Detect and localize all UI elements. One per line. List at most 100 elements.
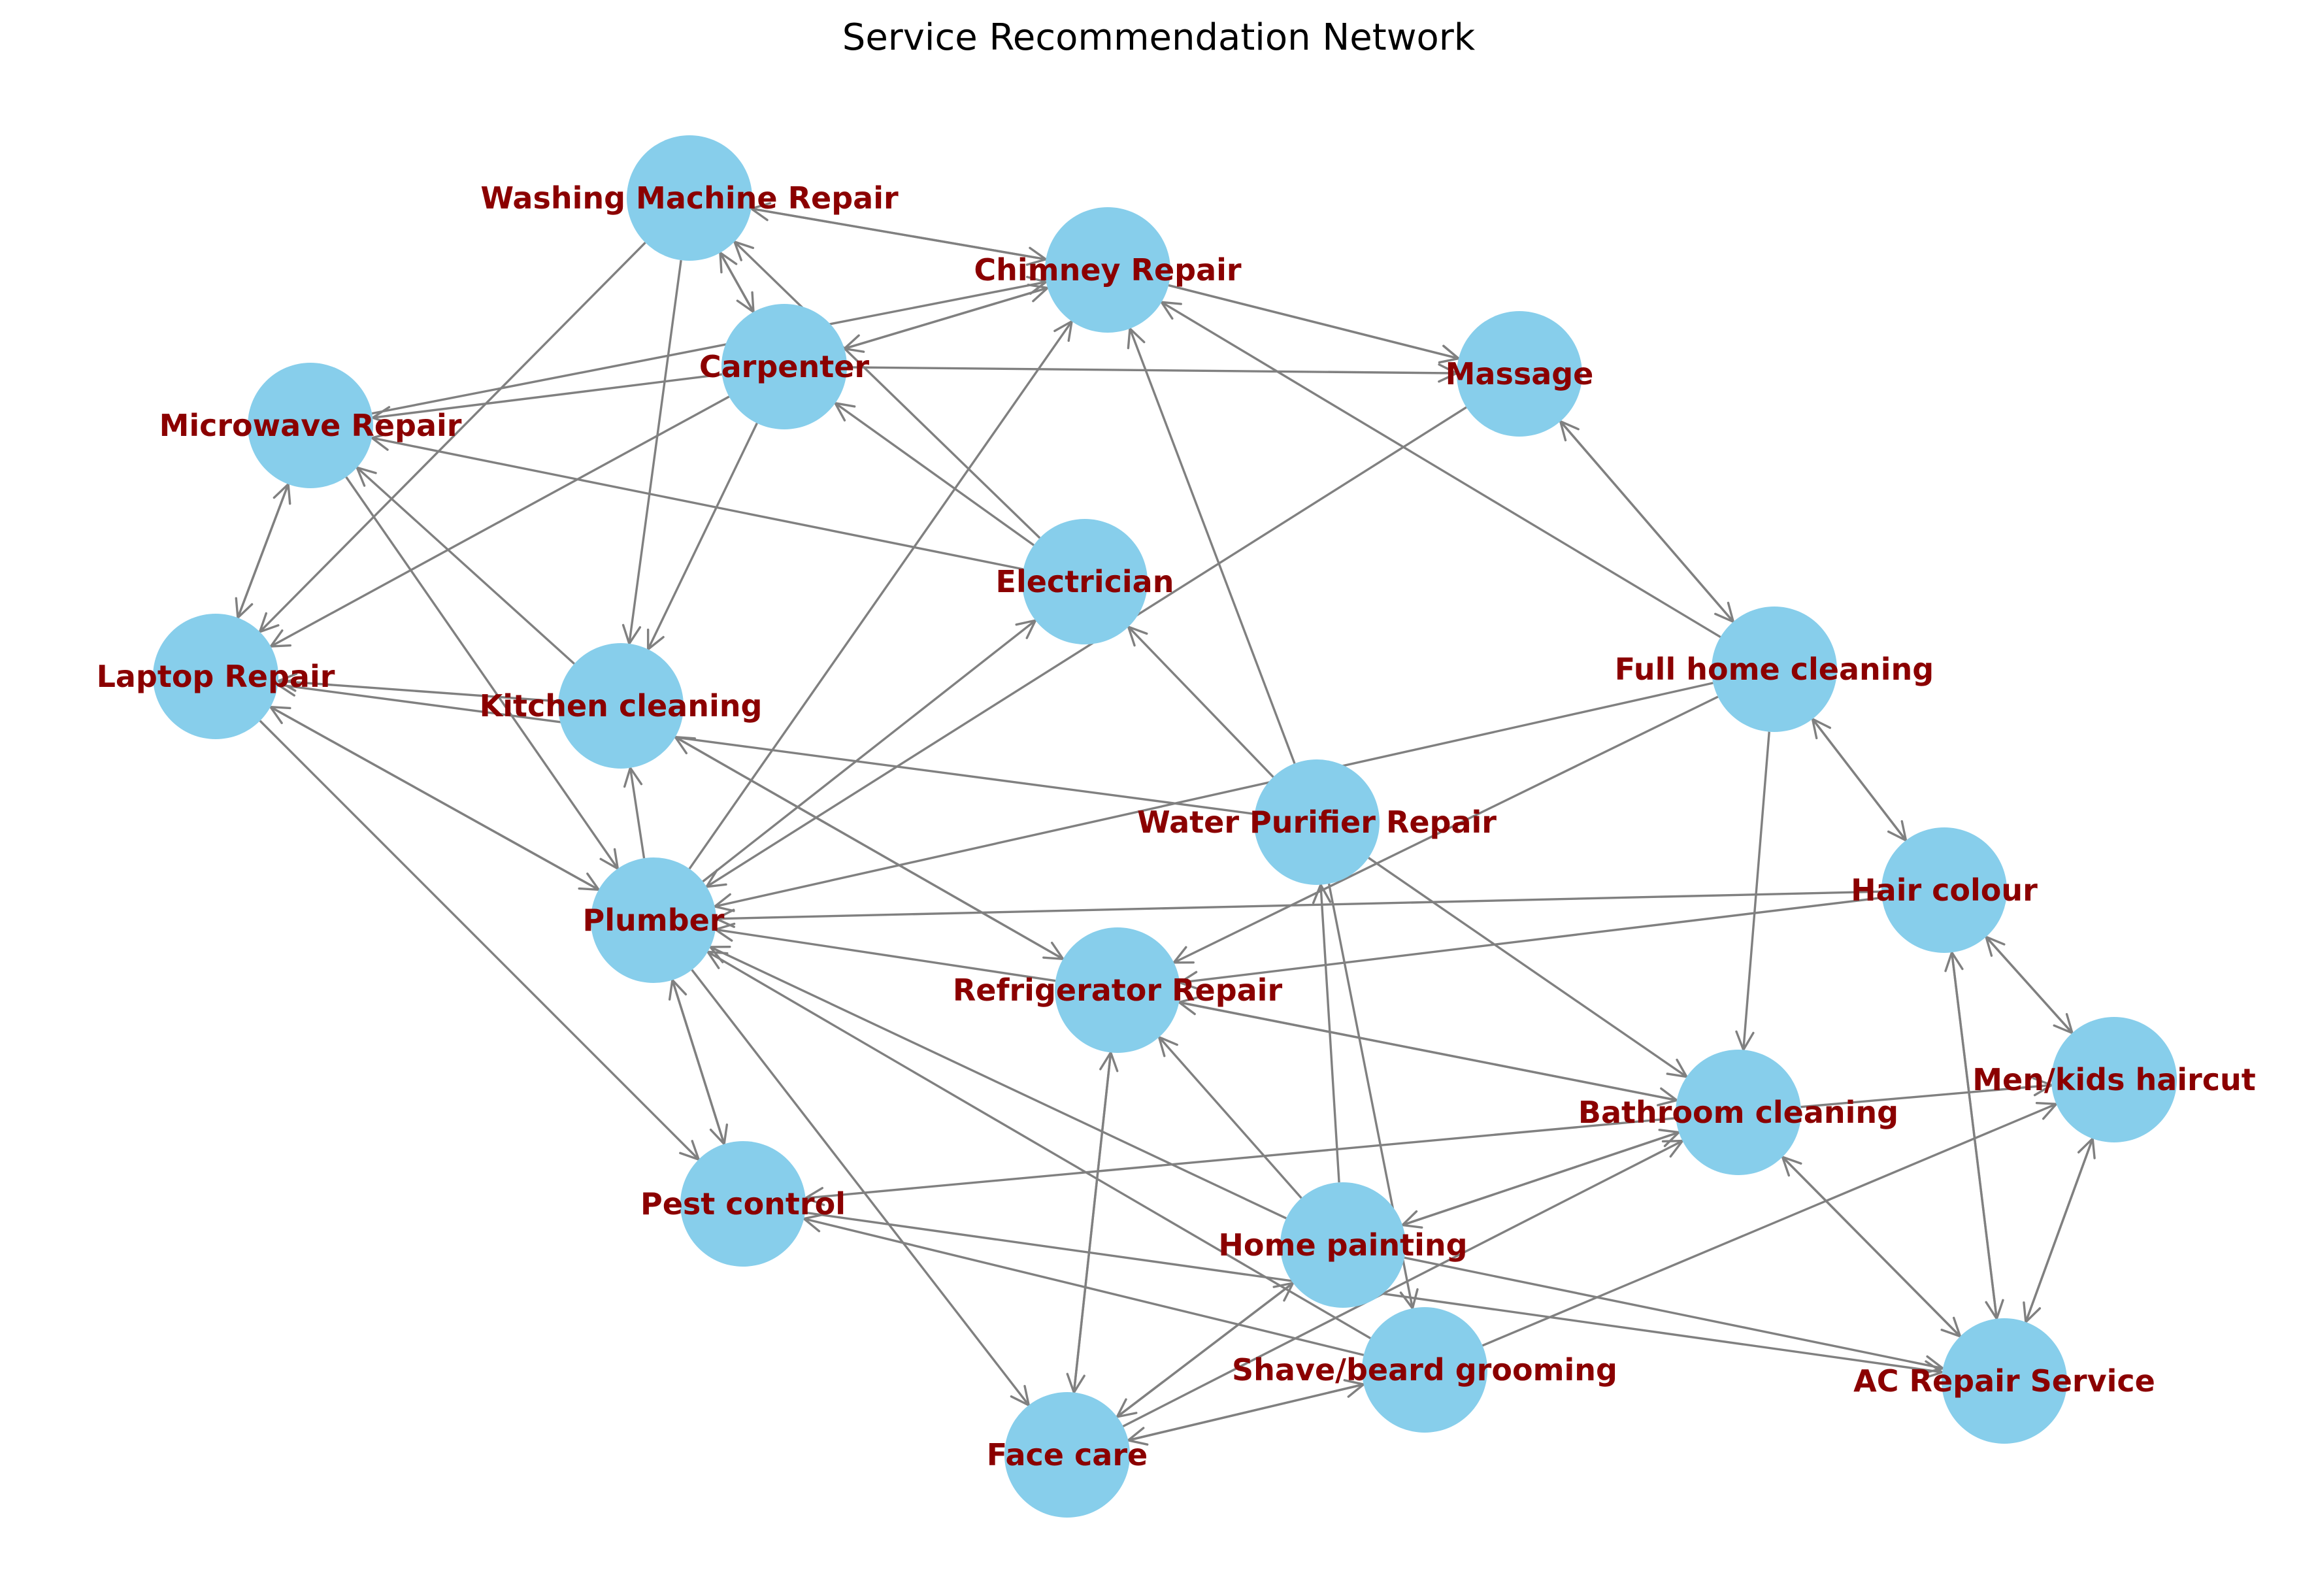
edge-wp-bc bbox=[1368, 857, 1687, 1078]
node-ac[interactable] bbox=[1942, 1318, 2067, 1444]
edge-mk-hc bbox=[1985, 936, 2074, 1034]
node-wp[interactable] bbox=[1254, 759, 1380, 885]
arrowhead-kc-rr bbox=[1042, 941, 1065, 961]
arrowhead-fh-pl bbox=[713, 893, 735, 912]
node-ch[interactable] bbox=[1045, 207, 1170, 333]
arrowhead-sb-mk bbox=[2035, 1102, 2058, 1120]
edge-rr-fc bbox=[1072, 1052, 1112, 1393]
edge-ch-wm bbox=[751, 207, 1046, 261]
edge-pl-fc bbox=[691, 969, 1030, 1406]
arrowhead-lr-mw bbox=[273, 483, 291, 505]
arrowhead-rr-bc bbox=[1657, 1087, 1678, 1106]
arrowhead-fh-rr bbox=[1172, 946, 1195, 964]
node-label-mw: Microwave Repair bbox=[159, 408, 462, 443]
edge-bc-pc bbox=[805, 1117, 1676, 1199]
edge-fh-pl bbox=[714, 682, 1714, 908]
edge-sb-mk bbox=[1482, 1103, 2057, 1347]
edge-sb-fc bbox=[1128, 1383, 1364, 1442]
arrowhead-ac-bc bbox=[1781, 1155, 1802, 1177]
edge-pl-kc bbox=[629, 767, 646, 859]
edge-pl-el bbox=[702, 619, 1036, 883]
node-kc[interactable] bbox=[558, 643, 684, 769]
edge-ch-ma bbox=[1168, 284, 1459, 360]
edge-fh-ch bbox=[1161, 301, 1721, 639]
node-fc[interactable] bbox=[1004, 1392, 1130, 1518]
node-ca[interactable] bbox=[721, 304, 847, 429]
edge-ca-ma bbox=[846, 366, 1457, 374]
arrowhead-kc-lr bbox=[277, 673, 298, 692]
node-label-wp: Water Purifier Repair bbox=[1137, 805, 1497, 840]
edge-hp-wp bbox=[1319, 884, 1340, 1183]
edge-sb-pl bbox=[707, 950, 1371, 1340]
arrowhead-sb-pl bbox=[706, 950, 729, 969]
edge-lr-mw bbox=[237, 484, 290, 618]
node-label-sb: Shave/beard grooming bbox=[1232, 1352, 1617, 1388]
edge-ca-mw bbox=[373, 373, 722, 419]
chart-title: Service Recommendation Network bbox=[842, 16, 1476, 59]
node-label-bc: Bathroom cleaning bbox=[1578, 1095, 1898, 1130]
arrowhead-pc-pl bbox=[668, 978, 687, 1001]
arrowhead-fh-ch bbox=[1160, 301, 1182, 320]
node-hc[interactable] bbox=[1881, 827, 2007, 953]
node-el[interactable] bbox=[1022, 519, 1148, 644]
arrowhead-bc-mk bbox=[2032, 1076, 2053, 1097]
node-label-el: Electrician bbox=[996, 564, 1174, 599]
edge-bc-mk bbox=[1800, 1084, 2052, 1108]
node-hp[interactable] bbox=[1280, 1182, 1406, 1308]
arrowhead-el-mw bbox=[371, 431, 392, 451]
arrowhead-wp-bc bbox=[1666, 1058, 1688, 1078]
edge-ca-lr bbox=[270, 395, 730, 648]
node-ma[interactable] bbox=[1457, 311, 1582, 437]
node-lr[interactable] bbox=[153, 614, 278, 739]
edge-wp-el bbox=[1127, 625, 1274, 778]
arrowhead-pl-lr bbox=[269, 705, 291, 724]
edge-wm-kc bbox=[628, 259, 682, 644]
nodes-layer bbox=[153, 135, 2177, 1518]
edge-kc-rr bbox=[674, 736, 1064, 960]
node-label-pc: Pest control bbox=[640, 1186, 846, 1222]
node-fh[interactable] bbox=[1712, 607, 1837, 732]
edge-sb-pc bbox=[803, 1218, 1365, 1356]
node-label-fh: Full home cleaning bbox=[1615, 652, 1934, 687]
edge-ca-wm bbox=[719, 252, 755, 313]
node-sb[interactable] bbox=[1362, 1307, 1487, 1433]
edge-el-ca bbox=[835, 402, 1035, 546]
arrowhead-ca-wm bbox=[719, 251, 738, 274]
node-label-ac: AC Repair Service bbox=[1853, 1363, 2155, 1399]
node-wm[interactable] bbox=[627, 135, 752, 261]
node-label-hc: Hair colour bbox=[1851, 873, 2038, 908]
edge-hc-rr bbox=[1180, 896, 1882, 984]
edge-wm-lr bbox=[259, 242, 646, 633]
arrowhead-pl-ch bbox=[1053, 320, 1073, 342]
edges-layer bbox=[235, 202, 2096, 1446]
edge-kc-mw bbox=[356, 467, 575, 665]
edge-ac-bc bbox=[1781, 1156, 1961, 1337]
edge-fc-hp bbox=[1116, 1282, 1294, 1418]
edge-pl-ch bbox=[688, 320, 1073, 870]
edge-rr-bc bbox=[1178, 1001, 1678, 1102]
node-bc[interactable] bbox=[1676, 1050, 1801, 1175]
edge-ch-ca bbox=[844, 286, 1048, 350]
edge-el-mw bbox=[371, 437, 1024, 571]
node-rr[interactable] bbox=[1055, 927, 1180, 1053]
node-pc[interactable] bbox=[680, 1141, 806, 1267]
edge-ca-kc bbox=[647, 422, 758, 650]
edge-el-wm bbox=[733, 241, 1041, 539]
edge-hp-ac bbox=[1404, 1256, 1944, 1370]
edge-ac-hc bbox=[1950, 952, 1998, 1319]
edge-rr-pl bbox=[715, 928, 1056, 982]
edge-hp-pl bbox=[710, 946, 1287, 1220]
edge-fh-bc bbox=[1742, 731, 1770, 1050]
node-mk[interactable] bbox=[2051, 1017, 2177, 1142]
node-label-ma: Massage bbox=[1446, 356, 1594, 391]
arrowhead-pl-fc bbox=[1010, 1385, 1030, 1406]
node-mw[interactable] bbox=[248, 363, 373, 488]
node-pl[interactable] bbox=[591, 857, 716, 983]
node-label-lr: Laptop Repair bbox=[97, 659, 335, 694]
arrowhead-rr-pl bbox=[714, 922, 736, 942]
edge-ac-mk bbox=[2025, 1138, 2094, 1323]
arrowhead-pl-kc bbox=[623, 767, 643, 788]
edge-pc-pl bbox=[671, 980, 725, 1144]
